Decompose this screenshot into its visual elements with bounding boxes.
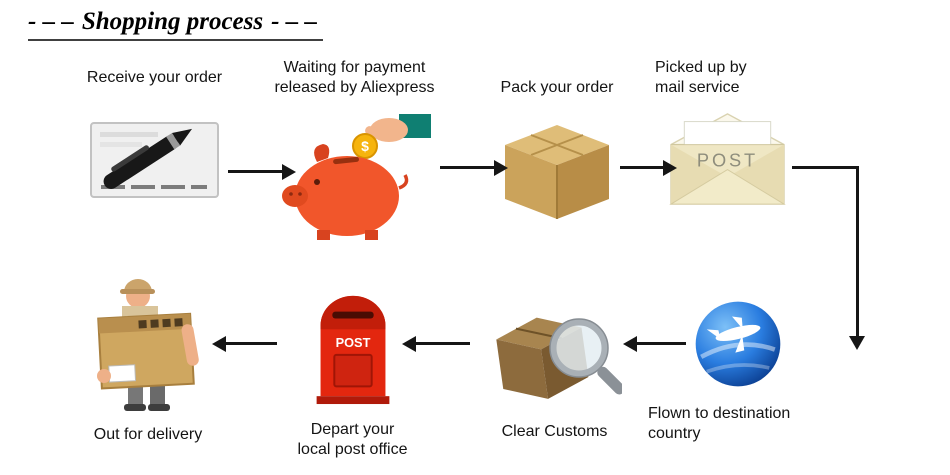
cheque-pen-icon — [90, 122, 219, 199]
step-receive-order: Receive your order — [62, 68, 247, 201]
step-depart-post-office-label: Depart your local post office — [297, 421, 408, 459]
step-picked-up-mail-label: Picked up by mail service — [655, 59, 747, 97]
globe-airplane-icon — [695, 301, 781, 387]
diagram-title: - – – Shopping process - – – — [28, 8, 323, 41]
customs-magnifier-icon — [496, 317, 622, 399]
delivery-person-icon — [97, 279, 199, 411]
step-clear-customs-label: Clear Customs — [501, 423, 608, 440]
package-box-icon — [505, 125, 609, 220]
arrow-step2-to-step3 — [440, 166, 495, 169]
step-out-for-delivery-label: Out for delivery — [93, 426, 203, 443]
title-dashes-right: - – – — [271, 8, 317, 35]
step-flown-destination-label: Flown to destination country — [648, 405, 791, 443]
step-depart-post-office: POST Depart your local post office — [275, 288, 430, 461]
arrow-step7-to-step8 — [225, 342, 277, 345]
title-text: Shopping process — [81, 8, 264, 35]
post-envelope-icon: POST — [669, 113, 786, 205]
arrow-step1-to-step2 — [228, 170, 283, 173]
envelope-post-text: POST — [697, 150, 758, 171]
mailbox-icon: POST — [316, 295, 389, 405]
step-pack-order-label: Pack your order — [500, 79, 614, 96]
step-receive-order-label: Receive your order — [86, 69, 223, 86]
step-picked-up-mail: Picked up by mail service POST — [655, 58, 800, 208]
arrow-step5-to-step6 — [636, 342, 686, 345]
step-out-for-delivery: Out for delivery — [68, 276, 228, 445]
step-waiting-payment: Waiting for payment released by Aliexpre… — [252, 58, 457, 240]
arrow-step4-to-step5 — [792, 166, 865, 350]
step-waiting-payment-label: Waiting for payment released by Aliexpre… — [274, 59, 435, 97]
step-pack-order: Pack your order — [462, 78, 652, 223]
coin-dollar-symbol: $ — [361, 138, 369, 154]
title-dashes-left: - – – — [28, 8, 74, 35]
step-flown-destination: Flown to destination country — [648, 298, 828, 445]
piggy-bank-icon: $ — [282, 113, 431, 240]
arrow-step3-to-step4 — [620, 166, 664, 169]
step-clear-customs: Clear Customs — [472, 296, 637, 442]
arrow-step6-to-step7 — [415, 342, 470, 345]
mailbox-post-text: POST — [335, 335, 370, 350]
